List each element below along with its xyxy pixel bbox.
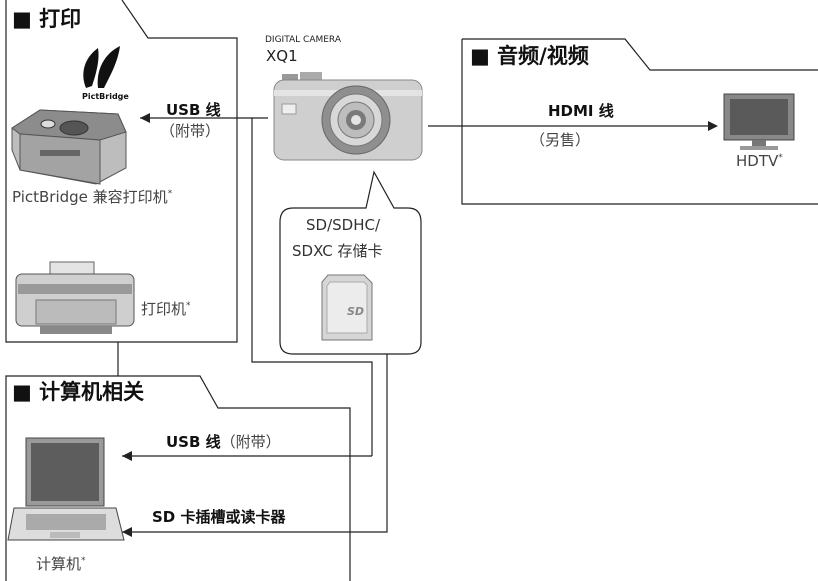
- usb-cable-label: USB 线: [166, 101, 221, 119]
- pictbridge-logo-text: PictBridge: [82, 92, 129, 101]
- av-section-frame: [461, 38, 818, 205]
- sd-slot-label: SD 卡插槽或读卡器: [152, 508, 286, 526]
- camera-icon: [273, 72, 423, 161]
- camera-model-label: XQ1: [266, 47, 298, 65]
- pictbridge-printer-icon: [11, 109, 127, 185]
- card-label-line1: SD/SDHC/: [306, 216, 381, 234]
- print-section-frame: [5, 0, 238, 343]
- printer-label: 打印机*: [141, 300, 191, 318]
- printer-icon: [15, 261, 135, 334]
- card-label-line2: SDXC 存储卡: [292, 242, 383, 260]
- hdtv-label: HDTV*: [736, 152, 783, 170]
- pictbridge-logo-icon: PictBridge: [82, 46, 129, 101]
- svg-text:SD: SD: [347, 305, 364, 318]
- usb-cable-line: [251, 117, 373, 456]
- usb-included-label: （附带）: [160, 122, 221, 140]
- pc-section-frame: [5, 375, 351, 581]
- hdtv-icon: [723, 93, 795, 150]
- sd-card-line: [122, 344, 388, 533]
- hdmi-sold-separately-label: （另售）: [530, 131, 591, 149]
- card-callout: [279, 170, 422, 355]
- computer-label: 计算机*: [36, 555, 86, 573]
- pc-usb-cable-label: USB 线（附带）: [166, 433, 281, 451]
- pictbridge-printer-label: PictBridge 兼容打印机*: [12, 188, 173, 206]
- av-section-title: ■ 音频/视频: [470, 44, 589, 68]
- laptop-icon: [7, 437, 125, 541]
- sd-card-icon: SD: [321, 274, 373, 341]
- pc-section-title: ■ 计算机相关: [12, 380, 145, 404]
- camera-brand-label: DIGITAL CAMERA: [265, 35, 341, 45]
- print-section-title: ■ 打印: [12, 7, 82, 31]
- hdmi-cable-label: HDMI 线: [548, 102, 614, 120]
